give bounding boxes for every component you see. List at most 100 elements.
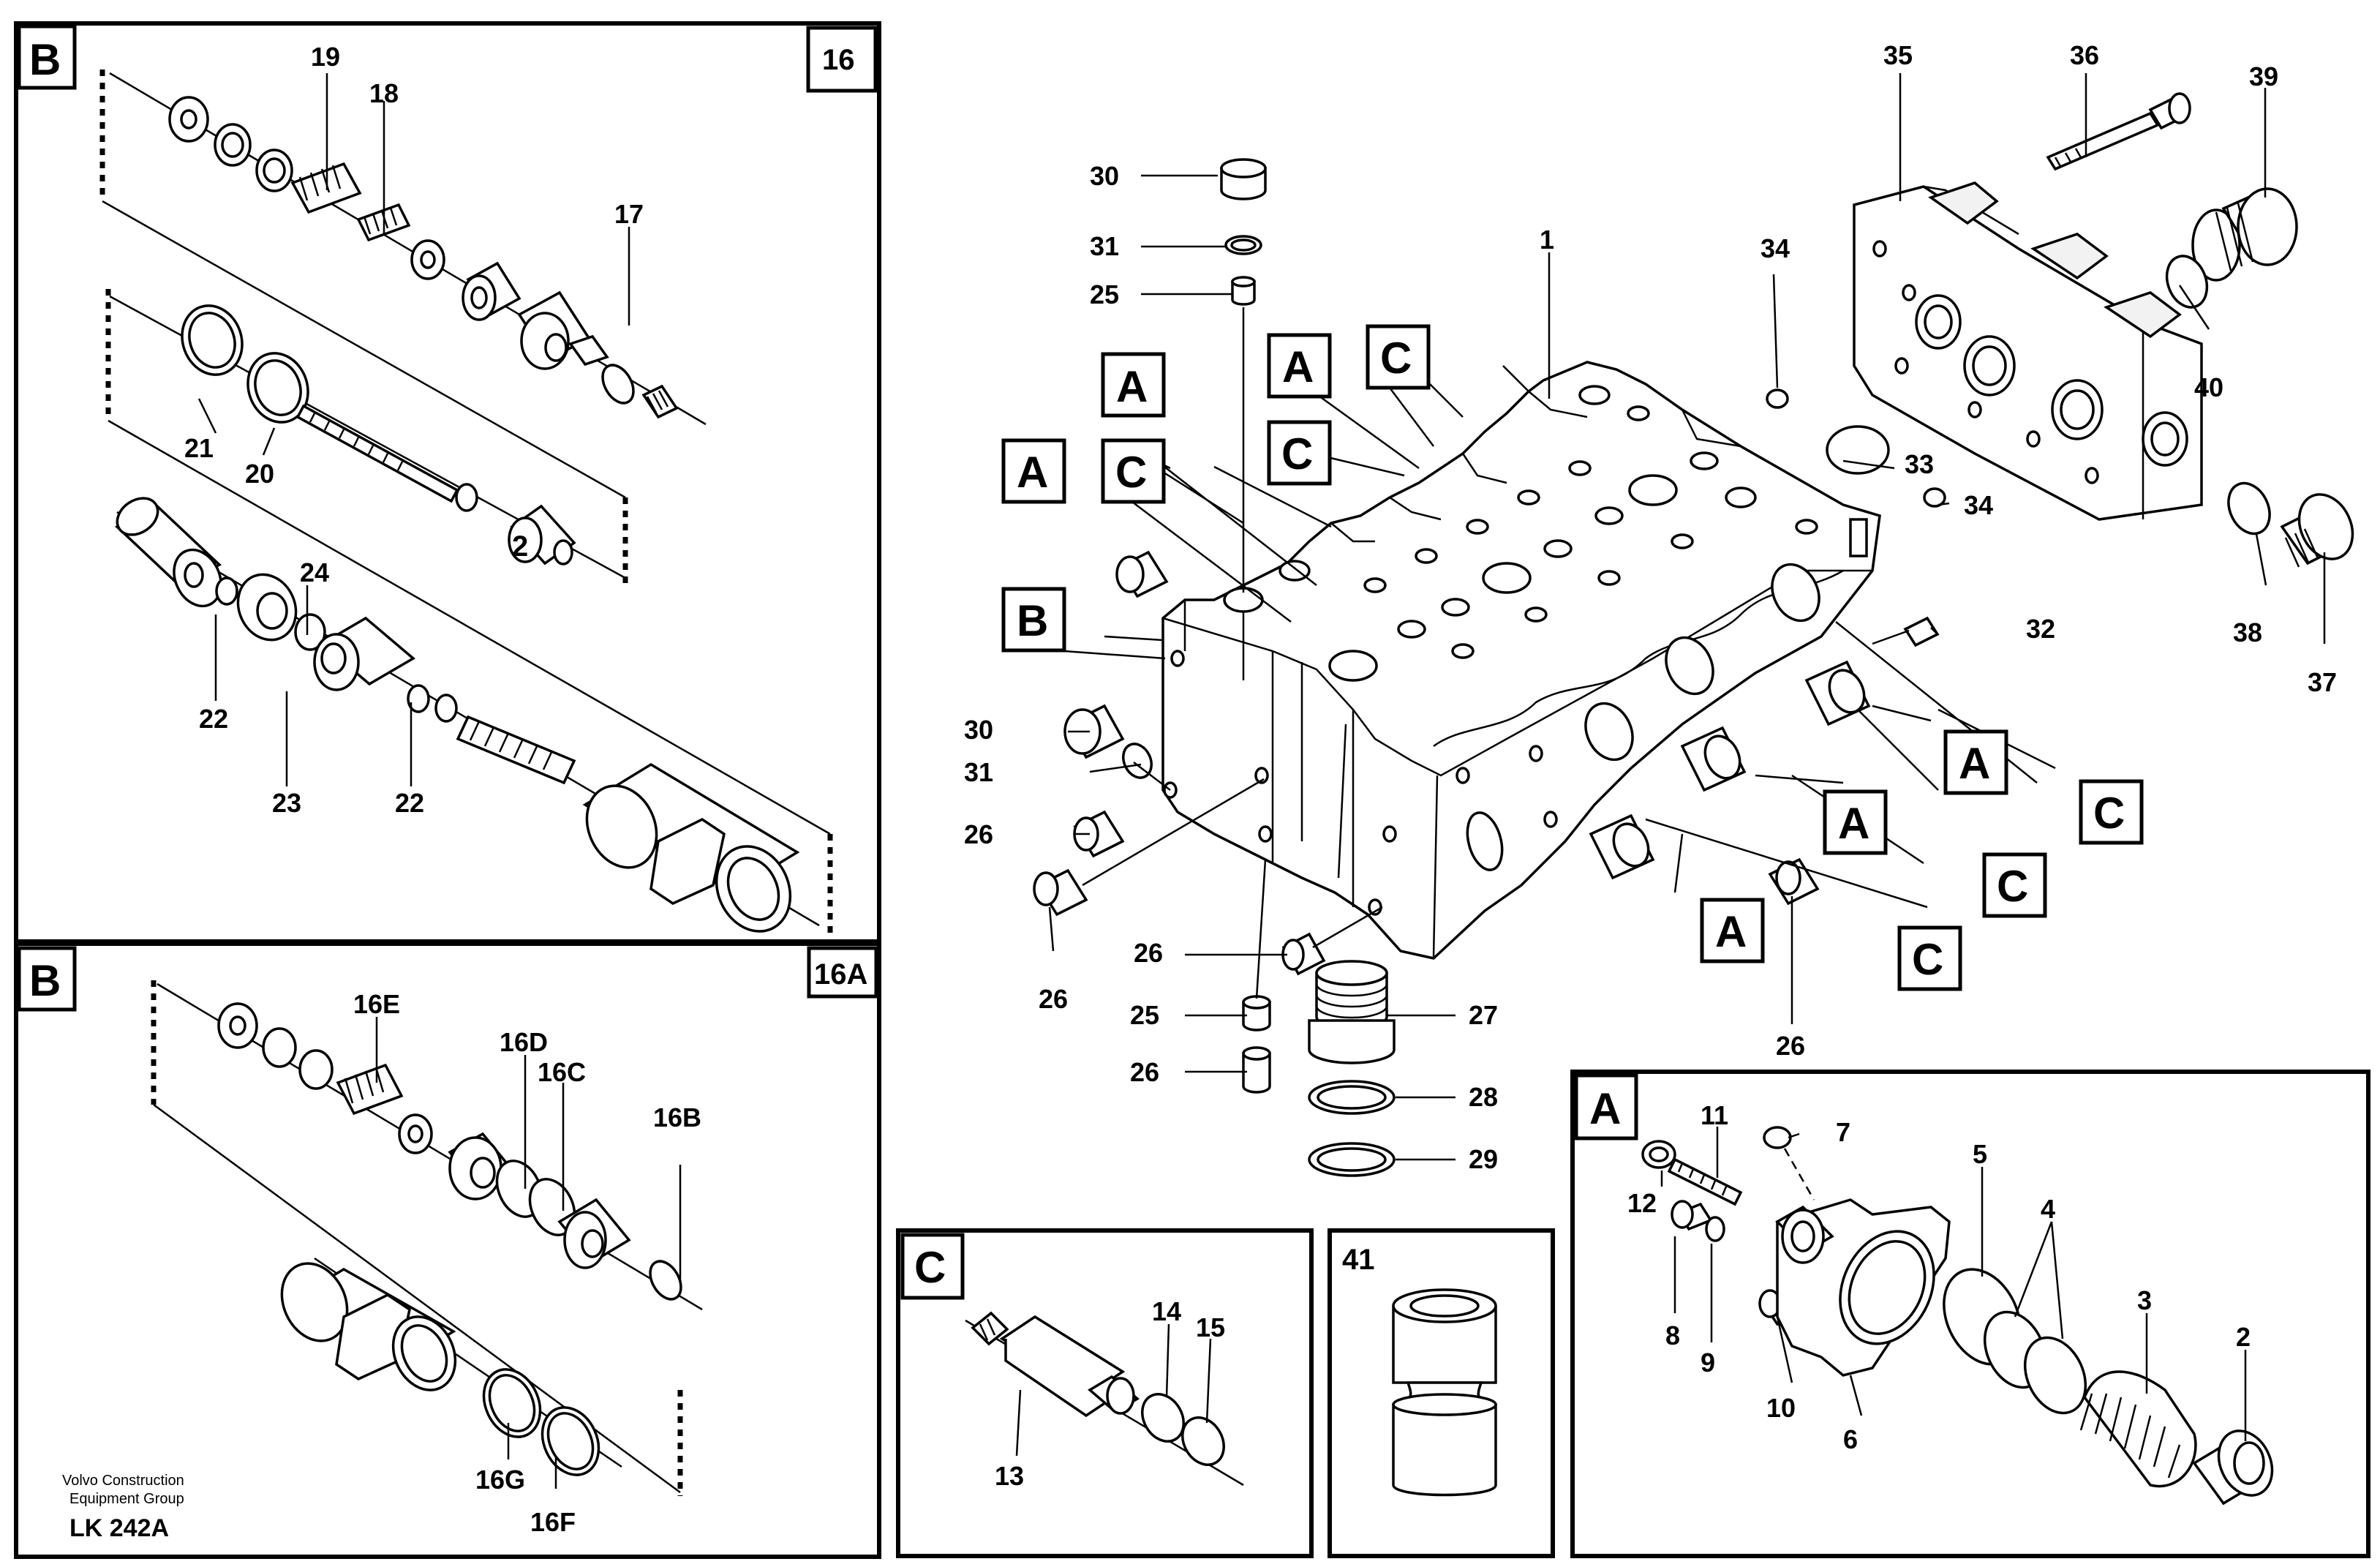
panel-16a-frame [14,942,881,1559]
plug-39 [2165,187,2298,309]
label-36: 36 [2070,40,2099,70]
panel-16-code-box [806,26,878,93]
tag-c-6-text: C [1912,935,1943,984]
label-1: 1 [1540,225,1554,255]
label-13: 13 [995,1461,1024,1491]
tag-c-4 [2079,779,2144,845]
tag-a-6-text: A [1715,907,1747,956]
label-33: 33 [1905,449,1934,479]
panel-a: A 11 7 12 5 4 [1570,1070,2370,1558]
panel-16a-code-box [807,946,878,999]
left-side-plugs [1033,550,1820,1094]
tag-c-top [1366,324,1431,390]
label-16b: 16B [653,1102,701,1132]
panel-16-letter-box [17,24,77,90]
label-14: 14 [1152,1296,1181,1326]
panel-16: B 16 [14,21,881,944]
panel-a-frame [1570,1070,2370,1558]
bolt-36 [2046,92,2191,171]
tag-c-5 [1982,852,2047,918]
plug-37 [2280,493,2354,568]
label-2: 2 [2236,1322,2251,1352]
panel-41: 41 [1328,1228,1555,1558]
label-26-c: 26 [1134,938,1163,968]
label-24: 24 [300,557,329,587]
tag-a-2 [1001,438,1066,504]
tag-a-1 [1101,352,1166,418]
oring-38 [2227,481,2271,536]
bottom-plug-stack [1308,960,1396,1177]
tag-c-3 [1267,420,1332,486]
panel-c: C 14 15 13 [896,1228,1314,1558]
tag-a-4-text: A [1959,739,1990,788]
label-3: 3 [2137,1285,2152,1315]
tag-b [1001,587,1066,653]
label-25-bottom: 25 [1130,1000,1159,1030]
panel-16a-parts [217,1002,682,1476]
oring-34b [1923,487,1946,508]
oring-34a [1766,388,1789,409]
oring-33 [1826,425,1890,475]
main-valve-assembly: A C A C C A C B A C A C A C 30 31 25 1 3… [964,40,2354,1177]
tag-a-5-text: A [1838,799,1869,848]
label-26-d: 26 [1130,1057,1159,1087]
tag-c-2-text: C [1115,448,1147,497]
section-line [153,1103,681,1494]
label-40: 40 [2194,372,2223,402]
label-15: 15 [1196,1312,1225,1342]
panel-a-parts [1641,1126,2274,1506]
label-23: 23 [272,788,301,818]
label-21: 21 [184,433,214,463]
label-34-bottom: 34 [1964,490,1993,520]
label-25-top: 25 [1090,279,1119,309]
lower-row-parts [114,497,800,933]
panel-16a: B 16A [14,942,881,1559]
label-11: 11 [1701,1100,1728,1130]
credit-line2: Equipment Group [69,1491,184,1507]
label-29: 29 [1469,1144,1498,1174]
panel-16a-letter: B [29,956,61,1005]
tag-c-4-text: C [2093,789,2125,838]
label-34-top: 34 [1760,233,1790,263]
credit-line1: Volvo Construction [62,1473,184,1489]
label-8: 8 [1665,1320,1680,1350]
end-cover-plate [1853,181,2203,521]
label-26-b: 26 [1039,984,1068,1014]
label-6: 6 [1843,1424,1858,1454]
tag-a-top-text: A [1282,342,1314,391]
label-19: 19 [311,42,340,72]
tag-b-text: B [1017,596,1048,645]
valve-block-side-ports [1163,563,1820,916]
label-26-a: 26 [964,819,993,849]
label-5: 5 [1973,1139,1987,1169]
tag-a-top [1267,333,1332,399]
panel-c-letter: C [914,1243,946,1292]
tag-a-1-text: A [1116,362,1148,411]
label-16f: 16F [530,1507,576,1537]
stem-mark: 2 [512,530,528,563]
label-22b: 22 [395,788,424,818]
label-16c: 16C [538,1057,586,1087]
label-31-top: 31 [1090,231,1119,261]
label-17: 17 [614,199,644,229]
middle-row-parts: 2 [181,304,576,565]
label-4: 4 [2041,1194,2055,1224]
panel-c-frame [896,1228,1314,1558]
plug-32 [1872,616,1940,647]
panel-16-frame [14,21,881,944]
panel-16-letter: B [29,35,61,84]
panel-a-letter: A [1589,1084,1621,1133]
label-32: 32 [2026,614,2055,644]
panel-c-letter-box [900,1233,965,1300]
label-22a: 22 [199,704,228,734]
section-line [108,419,831,835]
tag-c-3-text: C [1281,429,1313,478]
panel-16-code: 16 [822,44,855,76]
tag-c-5-text: C [1997,862,2028,911]
label-16d: 16D [500,1027,548,1057]
label-16g: 16G [475,1465,525,1495]
panel-41-frame [1328,1228,1555,1558]
top-plug-stack [1220,158,1267,593]
label-26-e: 26 [1776,1031,1805,1061]
